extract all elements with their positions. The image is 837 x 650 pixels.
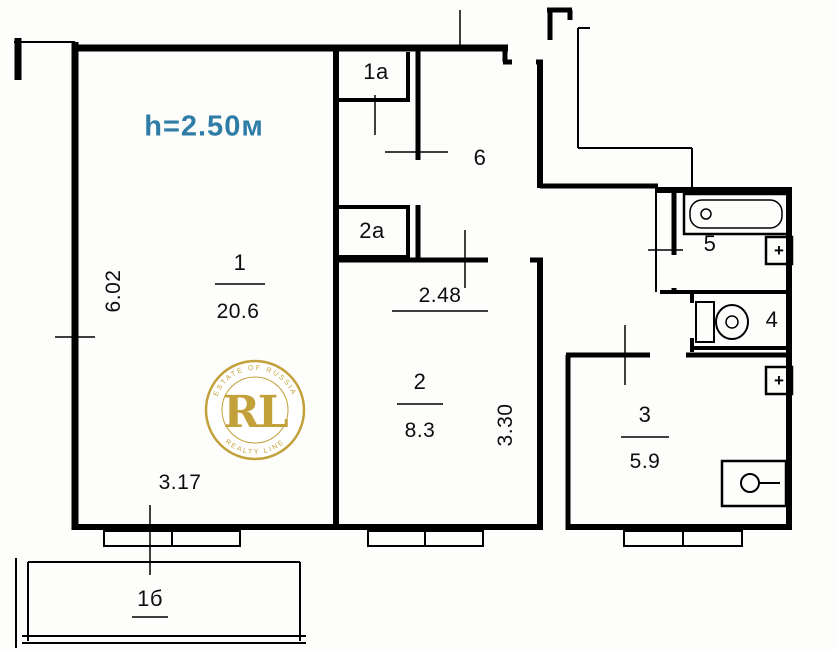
label-underlines [132, 283, 669, 618]
room-1-number: 1 [233, 250, 247, 275]
room-2a-number: 2a [359, 218, 385, 243]
room-3-number: 3 [638, 402, 652, 427]
watermark-inner-ring [221, 376, 289, 444]
bathtub [682, 192, 790, 236]
room-5-number: 5 [703, 231, 717, 256]
room-4-number: 4 [765, 307, 779, 332]
dimension-room2-depth: 3.30 [494, 403, 517, 447]
watermark-outer-ring [204, 359, 306, 461]
room-1a-number: 1a [363, 59, 389, 84]
windows-layer [103, 530, 743, 547]
balcony-outline [15, 558, 306, 648]
watermark-monogram: RL [223, 387, 288, 438]
dimension-room1-depth: 6.02 [102, 269, 125, 313]
dimension-room2-width: 2.48 [418, 284, 462, 307]
dimension-room1-width: 3.17 [158, 471, 202, 494]
vent-box-top [764, 235, 794, 266]
kitchen-sink [720, 459, 788, 508]
vent-plus-top: + [774, 241, 784, 260]
room-1-area: 20.6 [216, 300, 260, 323]
watermark: ESTATE OF RUSSIA REALTY LINE RL [204, 359, 306, 461]
building-context-lines [14, 7, 693, 190]
room-2-number: 2 [413, 369, 427, 394]
ceiling-height-label: h=2.50м [144, 110, 264, 143]
vent-box-bottom [764, 365, 794, 396]
room-3-area: 5.9 [629, 450, 661, 473]
room-2-area: 8.3 [404, 419, 436, 442]
toilet [695, 301, 749, 343]
room-6-number: 6 [473, 145, 487, 170]
vent-plus-bottom: + [774, 371, 784, 390]
balcony-number: 1б [137, 586, 163, 611]
dimension-ticks [55, 10, 683, 575]
watermark-backdrop [205, 360, 305, 460]
